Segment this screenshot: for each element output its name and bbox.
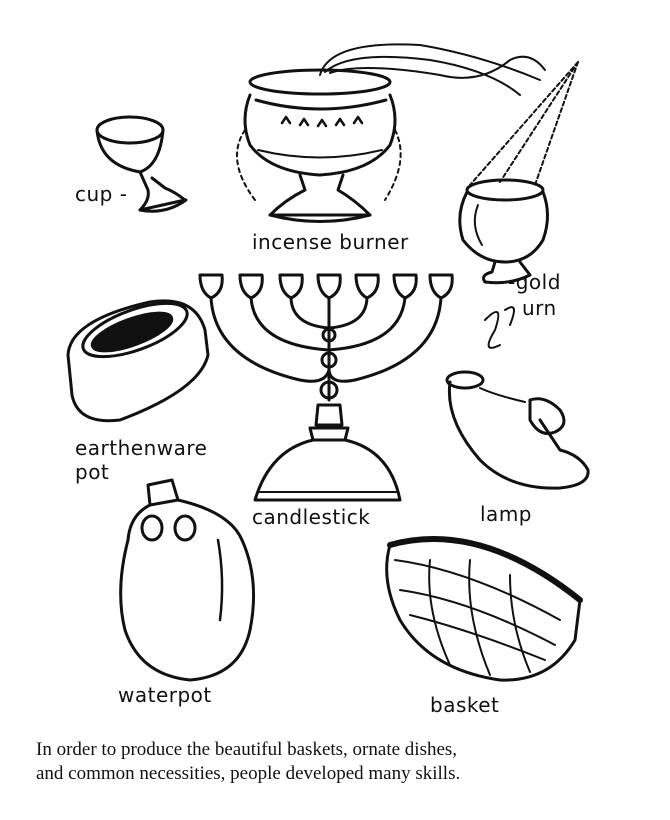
earthenware-pot-drawing bbox=[66, 299, 210, 423]
caption-line-2: and common necessities, people developed… bbox=[36, 763, 461, 784]
caption: In order to produce the beautiful basket… bbox=[36, 738, 656, 786]
label-basket: basket bbox=[430, 693, 500, 717]
candlestick-drawing bbox=[198, 273, 454, 502]
label-waterpot: waterpot bbox=[118, 683, 212, 707]
gold-urn-drawing bbox=[458, 61, 579, 285]
lamp-drawing bbox=[445, 306, 590, 490]
label-candlestick: candlestick bbox=[252, 505, 371, 529]
cup-drawing bbox=[95, 115, 188, 213]
basket-drawing bbox=[385, 536, 583, 682]
label-urn: urn bbox=[522, 296, 557, 320]
label-cup: cup - bbox=[75, 182, 128, 206]
label-earthenware: earthenware bbox=[75, 436, 208, 460]
incense-burner-drawing bbox=[236, 43, 546, 223]
waterpot-drawing bbox=[119, 478, 256, 682]
caption-line-1: In order to produce the beautiful basket… bbox=[36, 739, 458, 760]
label-lamp: lamp bbox=[480, 502, 532, 526]
label-incense-burner: incense burner bbox=[252, 230, 409, 254]
label-pot: pot bbox=[75, 460, 110, 484]
label-gold: -gold bbox=[508, 270, 561, 294]
